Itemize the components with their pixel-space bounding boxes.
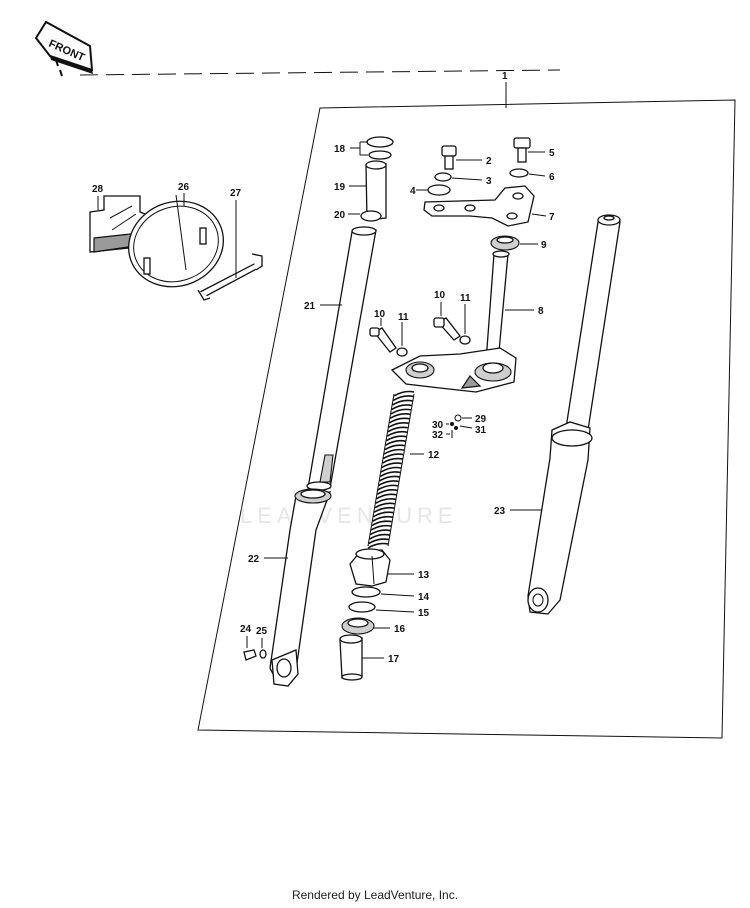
stem-nut-9 <box>490 235 520 251</box>
callout-26: 26 <box>178 182 190 193</box>
seal-holder-13 <box>349 548 391 587</box>
bolt-5 <box>513 137 531 163</box>
callout-8: 8 <box>538 306 544 317</box>
ring-20 <box>360 210 382 222</box>
front-arrow-icon: FRONT <box>34 20 94 77</box>
callout-28: 28 <box>92 184 104 195</box>
washer-3 <box>434 172 452 182</box>
washer-11-left <box>396 347 408 357</box>
bolt-2 <box>441 145 457 170</box>
callout-11: 11 <box>398 312 409 323</box>
fork-leg-23 <box>527 214 621 615</box>
ring-18b <box>368 150 392 160</box>
callout-labels: 1 2 3 4 5 6 7 8 9 10 11 12 13 14 15 16 1… <box>92 71 555 665</box>
ring-14 <box>351 586 381 598</box>
nameplate-26 <box>128 194 224 288</box>
spacer-19 <box>365 160 387 221</box>
callout-23: 23 <box>494 506 506 517</box>
leader-line <box>246 636 263 648</box>
callout-20: 20 <box>334 210 346 221</box>
washer-25 <box>259 649 267 659</box>
bolt-10-right <box>433 317 461 341</box>
callout-10b: 10 <box>434 290 446 301</box>
ring-18a <box>366 136 394 148</box>
steering-stem-8 <box>390 250 517 393</box>
oil-seal-16 <box>341 617 375 635</box>
leader-line <box>380 593 415 597</box>
washer-6 <box>509 168 529 178</box>
callout-3: 3 <box>486 176 492 187</box>
callout-14: 14 <box>418 592 430 603</box>
small-parts-29-32 <box>446 414 473 438</box>
band-27 <box>197 253 264 301</box>
callout-5: 5 <box>549 148 555 159</box>
callout-18: 18 <box>334 144 346 155</box>
leader-line <box>528 173 546 177</box>
bolt-10-left <box>369 327 397 353</box>
handlebar-holder-7 <box>423 185 535 227</box>
callout-30: 30 <box>432 420 444 431</box>
leader-line <box>350 141 368 156</box>
watermark-text: LEADVENTURE <box>240 503 458 528</box>
washer-4 <box>427 184 451 196</box>
washer-11-right <box>459 335 471 345</box>
leader-line <box>440 302 466 334</box>
callout-13: 13 <box>418 570 430 581</box>
callout-24: 24 <box>240 624 252 635</box>
callout-19: 19 <box>334 182 346 193</box>
callout-29: 29 <box>475 414 487 425</box>
callout-31: 31 <box>475 425 487 436</box>
callout-11b: 11 <box>460 293 471 304</box>
callout-21: 21 <box>304 301 316 312</box>
ring-15 <box>348 601 376 613</box>
callout-32: 32 <box>432 430 444 441</box>
callout-15: 15 <box>418 608 430 619</box>
callout-2: 2 <box>486 156 492 167</box>
bushing-17 <box>339 634 363 681</box>
callout-12: 12 <box>428 450 440 461</box>
callout-7: 7 <box>549 212 555 223</box>
outer-tube-22 <box>269 488 332 687</box>
callout-25: 25 <box>256 626 268 637</box>
callout-1: 1 <box>502 71 508 82</box>
callout-27: 27 <box>230 188 242 199</box>
callout-10: 10 <box>374 309 386 320</box>
assembly-frame <box>197 99 736 739</box>
spring-outline <box>367 393 415 547</box>
inner-tube-21 <box>306 226 377 491</box>
fork-spring-12 <box>367 390 415 549</box>
callout-16: 16 <box>394 624 406 635</box>
callout-6: 6 <box>549 172 555 183</box>
leader-line <box>380 318 403 346</box>
leader-line <box>375 609 415 613</box>
bolt-24 <box>243 649 257 661</box>
spring-coil <box>367 390 415 549</box>
leader-line <box>79 69 561 76</box>
callout-22: 22 <box>248 554 260 565</box>
leader-line <box>531 213 547 217</box>
leader-line <box>451 177 483 181</box>
footer-credit: Rendered by LeadVenture, Inc. <box>291 888 459 902</box>
callout-17: 17 <box>388 654 400 665</box>
callout-4: 4 <box>410 186 416 197</box>
callout-9: 9 <box>541 240 547 251</box>
